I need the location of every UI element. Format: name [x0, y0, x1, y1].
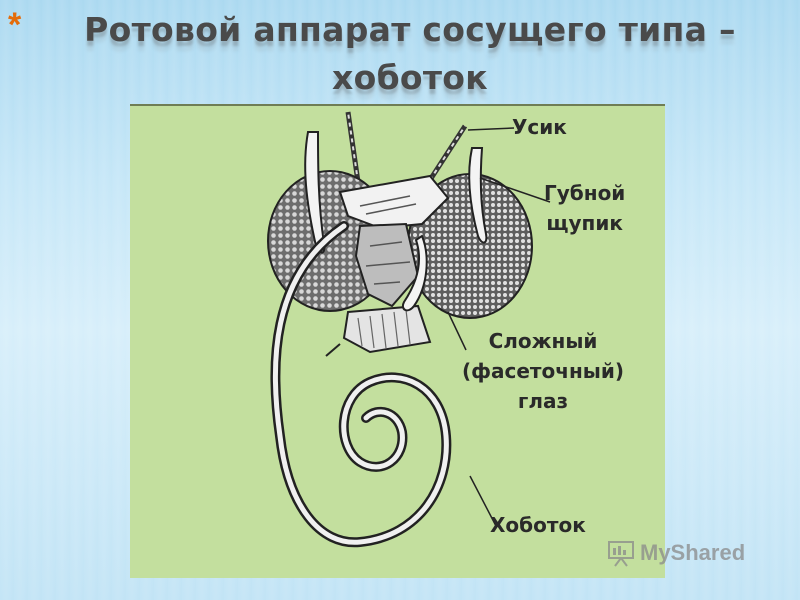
- proboscis-coil: [270, 221, 452, 548]
- antenna-left: [345, 111, 361, 183]
- label-labial-palp: Губной щупик: [544, 178, 625, 238]
- label-compound-eye: Сложный (фасеточный) глаз: [462, 326, 624, 416]
- label-labial-palp-line2: щупик: [546, 211, 623, 235]
- label-proboscis: Хоботок: [490, 513, 586, 537]
- label-compound-eye-line2: (фасеточный): [462, 359, 625, 383]
- label-antenna: Усик: [512, 115, 567, 139]
- antenna-right: [427, 124, 468, 182]
- label-compound-eye-line1: Сложный: [488, 329, 598, 353]
- slide-title-text: Ротовой аппарат сосущего типа – хоботок: [60, 6, 760, 102]
- insect-head-drawing: [267, 111, 551, 548]
- labial-palp-right: [402, 147, 488, 312]
- bullet-asterisk: *: [8, 6, 22, 44]
- label-labial-palp-line1: Губной: [544, 181, 626, 205]
- label-compound-eye-line3: глаз: [517, 389, 569, 413]
- title-line-2: хоботок: [332, 58, 488, 97]
- slide-title: Ротовой аппарат сосущего типа – хоботок: [60, 6, 760, 102]
- watermark-text: MyShared: [640, 540, 746, 565]
- mouth-base: [342, 304, 432, 354]
- clypeus: [354, 222, 420, 308]
- watermark: MyShared: [606, 538, 745, 568]
- insect-head-illustration: [130, 104, 665, 578]
- head-capsule: [338, 174, 450, 230]
- title-line-1: Ротовой аппарат сосущего типа –: [84, 10, 736, 49]
- labial-palp-left: [304, 131, 326, 254]
- presentation-board-icon: [608, 541, 634, 567]
- leader-lines: [447, 127, 551, 527]
